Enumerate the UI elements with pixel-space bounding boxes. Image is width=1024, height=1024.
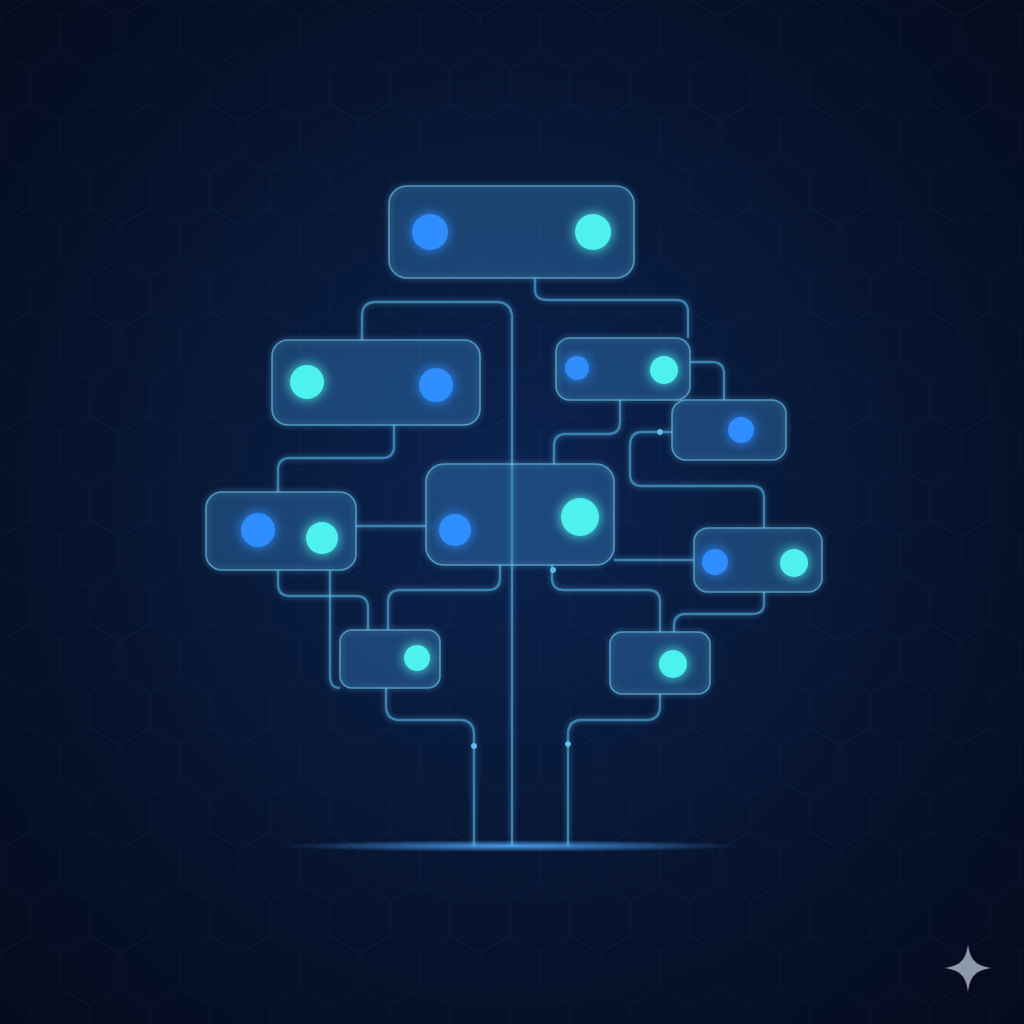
indicator-cyan-icon — [404, 645, 430, 671]
wire-upper-right-center — [552, 400, 622, 464]
indicator-blue-icon — [412, 214, 448, 250]
wire-center-lower-left — [386, 565, 502, 630]
indicator-cyan-icon — [290, 365, 324, 399]
node-lower-right — [609, 631, 711, 695]
node-left — [205, 491, 357, 571]
wire-left-down — [328, 570, 341, 690]
sparkle-icon — [944, 944, 992, 992]
indicator-cyan-icon — [561, 498, 599, 536]
wire-upper-left-left — [276, 425, 396, 492]
junction-dot — [550, 567, 556, 573]
indicator-cyan-icon — [306, 522, 338, 554]
junction-dot — [565, 741, 571, 747]
wire-root-upper-right — [533, 278, 690, 338]
node-right — [693, 527, 823, 593]
node-upper-right — [555, 337, 691, 401]
indicator-blue-icon — [565, 356, 589, 380]
node-lower-left — [339, 629, 441, 689]
indicator-cyan-icon — [575, 214, 611, 250]
indicator-cyan-icon — [650, 356, 678, 384]
junction-dot — [471, 743, 477, 749]
indicator-cyan-icon — [659, 650, 687, 678]
wire-left-lower-left — [276, 570, 370, 630]
indicator-blue-icon — [439, 514, 471, 546]
junction-dot — [657, 429, 663, 435]
wire-root-right-branch — [566, 694, 662, 846]
wire-trunk — [360, 300, 514, 846]
node-right-small — [671, 399, 787, 461]
indicator-blue-icon — [728, 417, 754, 443]
wire-upper-right-right-small — [690, 360, 726, 400]
indicator-blue-icon — [702, 549, 728, 575]
node-root — [388, 185, 635, 279]
wire-right-small-right — [628, 430, 766, 528]
indicator-blue-icon — [241, 513, 275, 547]
indicator-blue-icon — [419, 368, 453, 402]
indicator-cyan-icon — [780, 549, 808, 577]
wire-center-lower-right — [550, 565, 662, 632]
node-center — [425, 463, 615, 566]
wire-root-left-branch — [384, 688, 476, 846]
wire-right-lower-right — [672, 592, 766, 632]
node-upper-left — [271, 339, 481, 426]
connection-wires — [276, 278, 766, 846]
